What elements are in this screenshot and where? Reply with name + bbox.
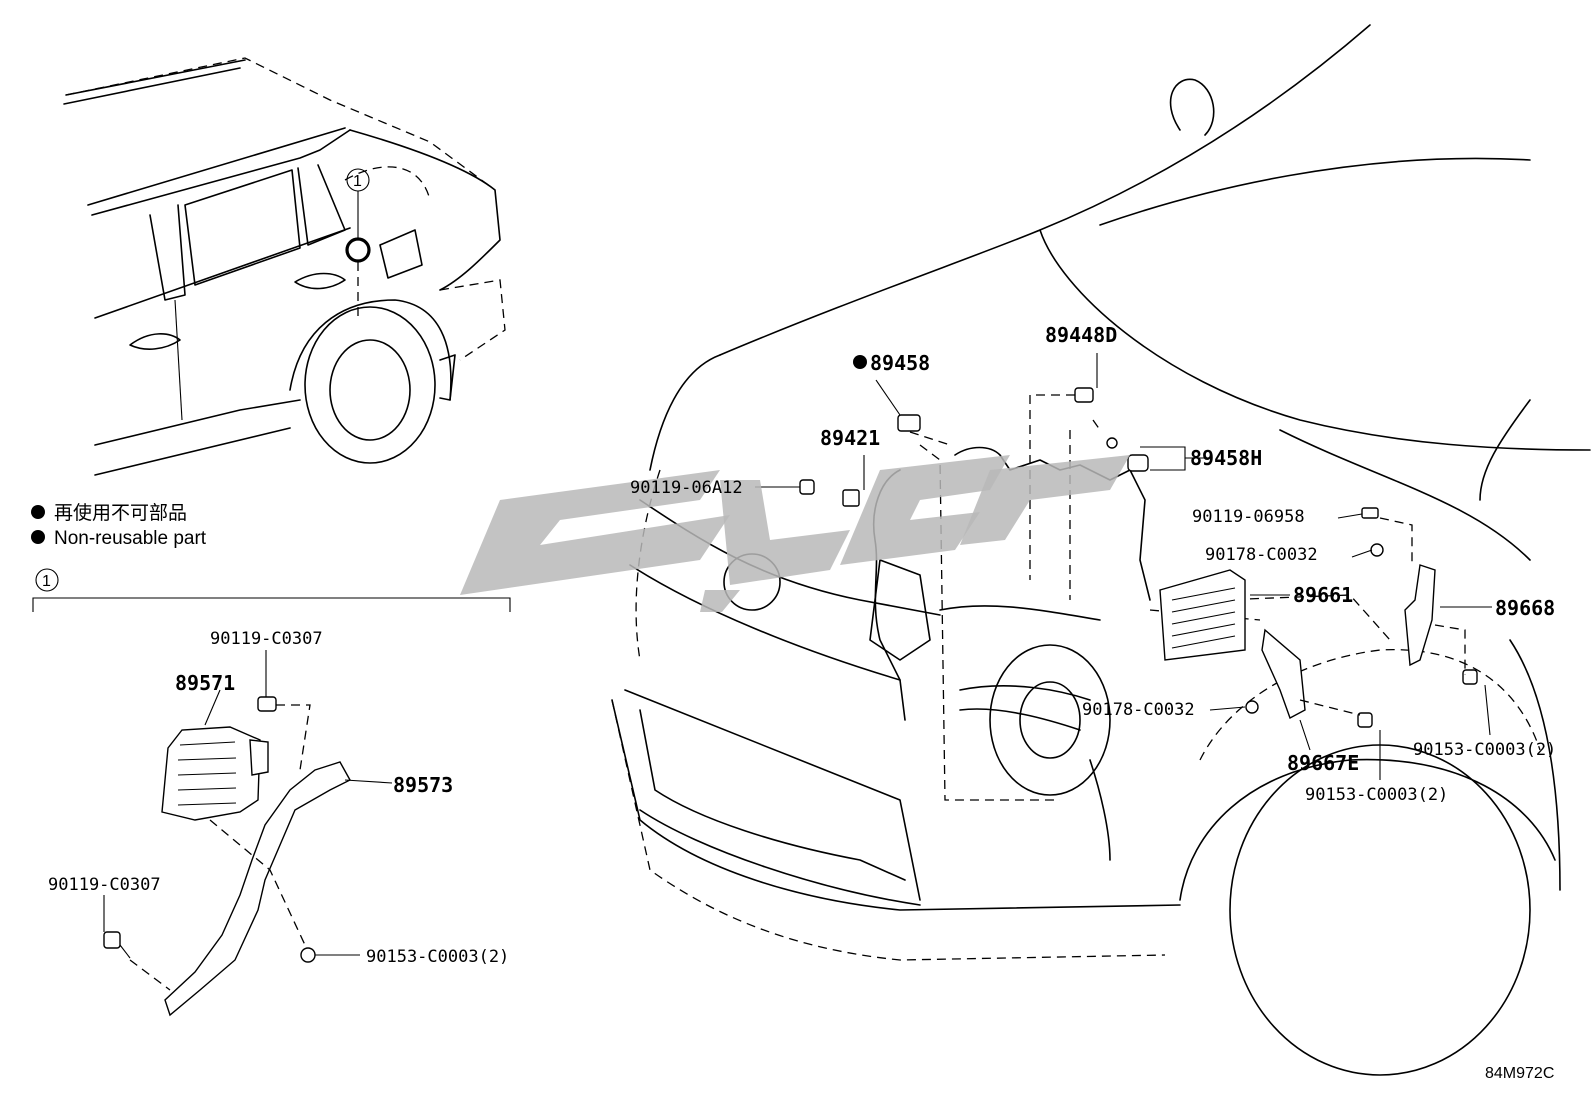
callout-number-detail: 1 <box>42 573 51 590</box>
label-89458H: 89458H <box>1190 446 1262 470</box>
watermark-logo <box>460 455 1130 612</box>
label-90119-06958: 90119-06958 <box>1192 507 1305 527</box>
label-89571: 89571 <box>175 671 235 695</box>
label-89661: 89661 <box>1293 583 1353 607</box>
label-90178-C0032-top: 90178-C0032 <box>1205 545 1318 565</box>
label-89668: 89668 <box>1495 596 1555 620</box>
legend-english-text: Non-reusable part <box>54 528 207 549</box>
callout-number-top: 1 <box>353 173 362 190</box>
label-90153-C0003-center: 90153-C0003(2) <box>1305 785 1448 805</box>
detail-section: 1 <box>32 568 511 1017</box>
label-90119-C0307-left: 90119-C0307 <box>48 875 161 895</box>
non-reusable-marker <box>853 355 867 369</box>
label-90119-C0307-top: 90119-C0307 <box>210 629 323 649</box>
legend-bullet-english <box>31 530 45 544</box>
legend-bullet-japanese <box>31 505 45 519</box>
label-90153-C0003-right: 90153-C0003(2) <box>1413 740 1556 760</box>
callout-circle-detail <box>35 568 59 592</box>
location-ring <box>345 237 371 263</box>
rear-vehicle-view: 1 <box>63 57 506 476</box>
label-89421: 89421 <box>820 426 880 450</box>
label-89458: 89458 <box>870 351 930 375</box>
label-89573: 89573 <box>393 773 453 797</box>
label-90119-06A12: 90119-06A12 <box>630 478 743 498</box>
part-labels: 89448D 89458 89421 89458H 90119-06A12 90… <box>48 323 1556 967</box>
label-90153-C0003-bottom: 90153-C0003(2) <box>366 947 509 967</box>
legend-japanese-text: 再使用不可部品 <box>54 502 187 524</box>
drawing-code: 84M972C <box>1485 1065 1554 1082</box>
label-89667E: 89667E <box>1287 751 1359 775</box>
legend: 再使用不可部品 Non-reusable part <box>31 502 207 549</box>
label-90178-C0032-mid: 90178-C0032 <box>1082 700 1195 720</box>
label-89448D: 89448D <box>1045 323 1117 347</box>
